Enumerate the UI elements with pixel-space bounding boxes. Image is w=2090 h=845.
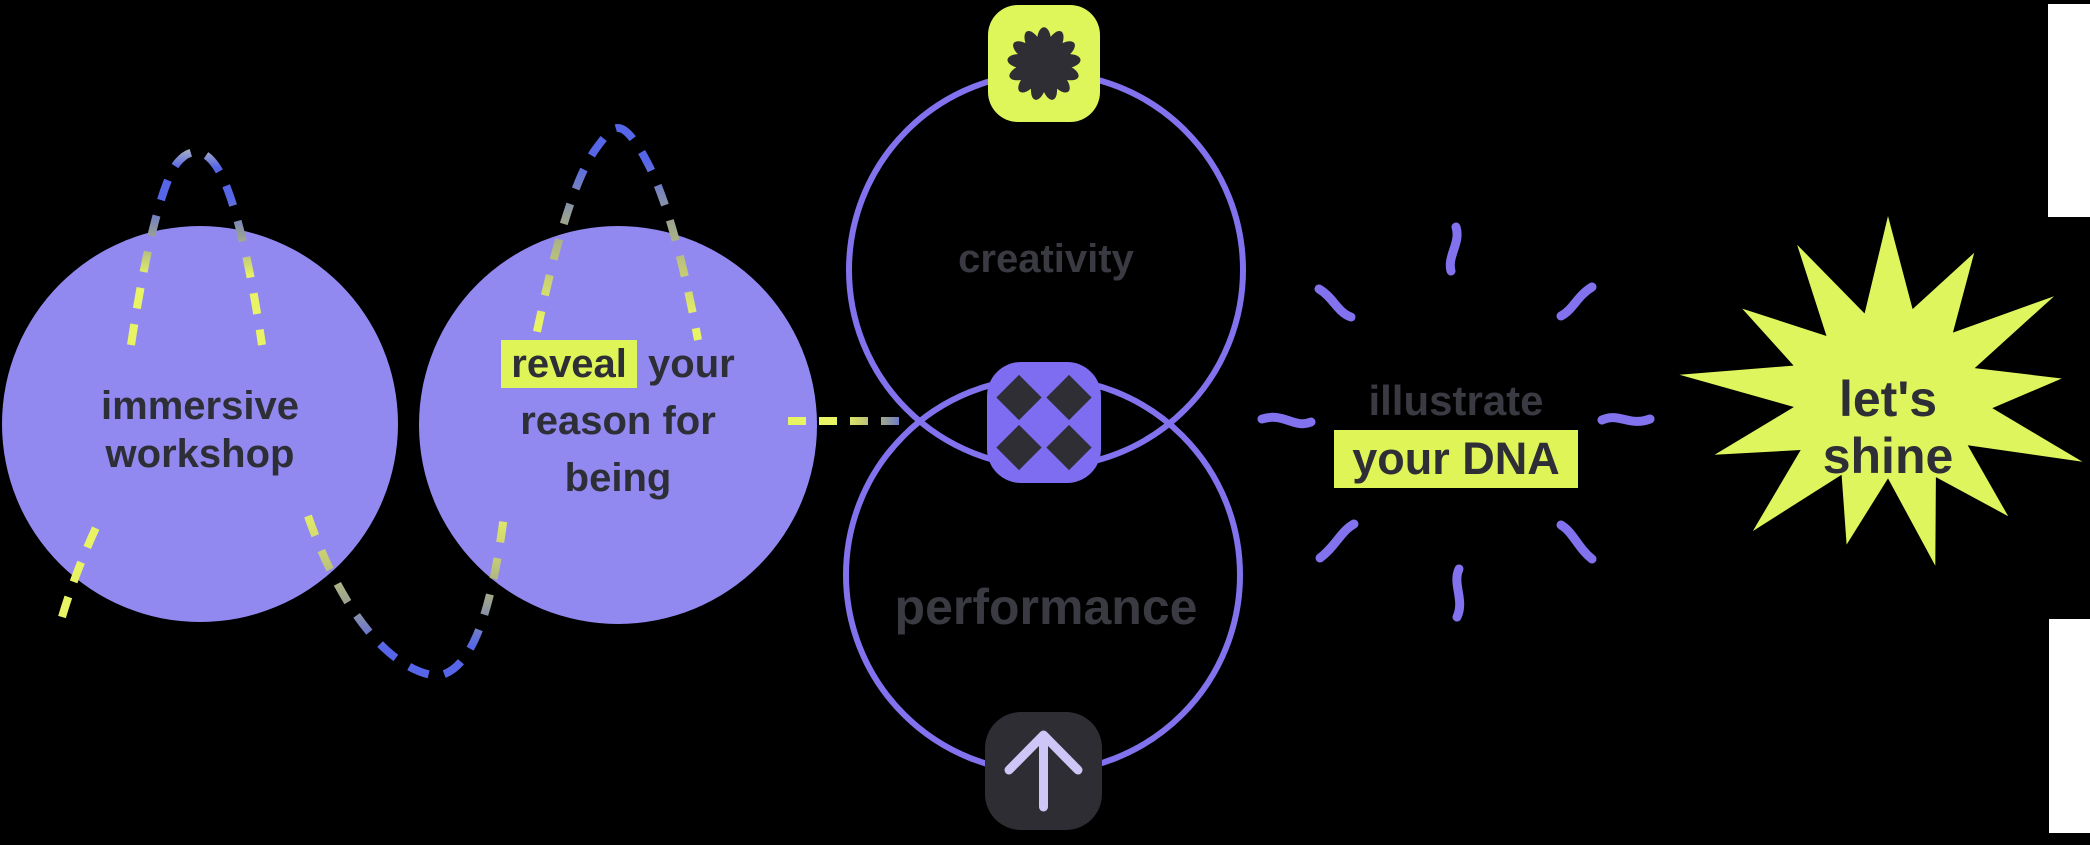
dna-ray-right <box>1597 413 1655 426</box>
reveal-line-1: reveal your <box>501 336 735 393</box>
dna-sunburst-rays <box>1257 222 1655 622</box>
journey-dash-valley <box>304 507 509 681</box>
dna-ray-bottom <box>1452 564 1465 622</box>
shine-line-2: shine <box>1822 428 1954 484</box>
creativity-ring-label: creativity <box>958 236 1134 281</box>
arrow-up-icon <box>1004 730 1083 812</box>
performance-ring-label: performance <box>894 579 1198 635</box>
dna-line-1: illustrate <box>1368 376 1544 424</box>
white-margin-block-top <box>2048 4 2090 217</box>
intersection-icon-card <box>987 362 1101 483</box>
workshop-line-2: workshop <box>105 432 295 476</box>
illustrate-dna-label: illustrate your DNA <box>1306 376 1606 488</box>
reveal-reason-circle <box>419 226 817 624</box>
workshop-line-1: immersive <box>101 384 299 428</box>
journey-dash-arc-1 <box>127 147 266 346</box>
reveal-line-3: being <box>564 455 672 500</box>
dna-ray-top <box>1445 222 1462 276</box>
shine-starburst <box>1679 216 2083 566</box>
reveal-highlight: reveal <box>501 339 637 388</box>
performance-icon-card <box>985 712 1102 830</box>
dna-line-2-highlight: your DNA <box>1334 429 1578 488</box>
journey-dash-tail <box>58 519 103 619</box>
reveal-circle-label: reveal your reason for being <box>448 336 788 506</box>
immersive-workshop-circle <box>2 226 398 622</box>
workshop-circle-label: immersive workshop <box>30 365 370 495</box>
reveal-line-2: reason for <box>520 398 716 443</box>
flower-burst-icon <box>1007 26 1081 100</box>
dna-ray-upper-right <box>1556 282 1597 321</box>
white-margin-block-bottom <box>2049 619 2090 833</box>
reveal-line-1-rest: your <box>648 341 735 386</box>
dna-ray-upper-left <box>1314 284 1356 322</box>
dna-ray-lower-right <box>1556 520 1597 564</box>
x-cross-icon <box>996 374 1092 471</box>
dna-ray-lower-left <box>1315 519 1359 563</box>
dna-ray-left <box>1257 412 1316 429</box>
shine-line-1: let's <box>1838 371 1938 427</box>
shine-star-label: let's shine <box>1748 368 2028 488</box>
creativity-icon-card <box>988 5 1100 122</box>
journey-dash-arc-2 <box>526 123 702 369</box>
